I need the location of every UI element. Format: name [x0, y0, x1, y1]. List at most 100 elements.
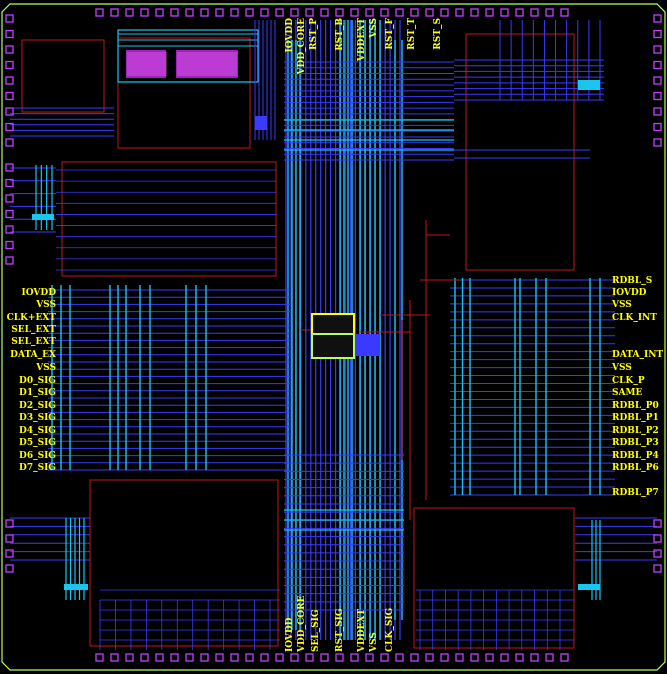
top-pin-label: RST_P: [309, 18, 319, 50]
left-pin-label: D3_SIG: [19, 413, 56, 423]
square-bond-pad-icon: [653, 14, 662, 23]
right-pin-label: RDBL_P4: [612, 451, 659, 461]
bottom-pin-label: CLK_SIG: [385, 608, 395, 652]
square-bond-pad-icon: [260, 8, 269, 17]
left-pin-label: D0_SIG: [19, 376, 56, 386]
square-bond-pad-icon: [425, 8, 434, 17]
top-pin-label: VDD_CORE: [297, 18, 307, 76]
bottom-pin-label: VDDEXT: [357, 609, 367, 653]
square-bond-pad-icon: [215, 8, 224, 17]
square-bond-pad-icon: [200, 653, 209, 662]
macro-block: [21, 39, 105, 113]
macro-blocks: [1, 3, 666, 671]
square-bond-pad-icon: [5, 194, 14, 203]
left-pin-label: D7_SIG: [19, 463, 56, 473]
square-bond-pad-icon: [530, 653, 539, 662]
top-pin-label: IOVDD: [285, 18, 295, 53]
square-bond-pad-icon: [440, 653, 449, 662]
square-bond-pad-icon: [110, 653, 119, 662]
via-cluster: [255, 116, 267, 130]
square-bond-pad-icon: [230, 8, 239, 17]
square-bond-pad-icon: [560, 8, 569, 17]
right-pin-label: DATA_INT: [612, 350, 663, 360]
right-pin-label: IOVDD: [612, 288, 647, 298]
square-bond-pad-icon: [653, 534, 662, 543]
square-bond-pad-icon: [425, 653, 434, 662]
left-pin-label: CLK+EXT: [7, 313, 57, 323]
right-pin-label: RDBL_P6: [612, 463, 659, 473]
right-pin-label: SAME: [612, 388, 642, 398]
square-bond-pad-icon: [470, 8, 479, 17]
via-cluster: [64, 584, 88, 590]
left-pin-label: VSS: [35, 363, 56, 373]
bottom-pin-label: VDD_CORE: [297, 595, 307, 653]
square-bond-pad-icon: [5, 519, 14, 528]
square-bond-pad-icon: [653, 107, 662, 116]
right-pin-label: VSS: [611, 363, 632, 373]
square-bond-pad-icon: [515, 8, 524, 17]
square-bond-pad-icon: [410, 653, 419, 662]
top-pin-label: VSS: [369, 18, 379, 39]
right-pin-label: RDBL_P1: [612, 413, 659, 423]
square-bond-pad-icon: [5, 122, 14, 132]
square-bond-pad-icon: [500, 653, 509, 662]
square-bond-pad-icon: [455, 8, 464, 17]
die-outline: [1, 3, 666, 671]
macro-block: [117, 37, 251, 149]
right-pin-label: VSS: [611, 300, 632, 310]
bottom-pin-label: RST_SIG: [335, 608, 345, 652]
core-cell-inner: [311, 333, 355, 359]
square-bond-pad-icon: [515, 653, 524, 662]
square-bond-pad-icon: [155, 8, 164, 17]
square-bond-pad-icon: [485, 653, 494, 662]
square-bond-pad-icon: [335, 653, 344, 662]
square-bond-pad-icon: [5, 138, 14, 147]
square-bond-pad-icon: [125, 653, 134, 662]
square-bond-pad-icon: [140, 653, 149, 662]
square-bond-pad-icon: [95, 653, 104, 662]
left-pin-label: D2_SIG: [19, 401, 56, 411]
top-pin-label: RST_T: [407, 18, 417, 50]
square-bond-pad-icon: [455, 653, 464, 662]
left-pin-label: D6_SIG: [19, 451, 56, 461]
square-bond-pad-icon: [170, 8, 179, 17]
square-bond-pad-icon: [5, 178, 14, 188]
square-bond-pad-icon: [215, 653, 224, 662]
left-pin-label: D5_SIG: [19, 438, 56, 448]
square-bond-pad-icon: [545, 653, 554, 662]
left-pin-label: D4_SIG: [19, 426, 56, 436]
left-pin-label: SEL_EXT: [11, 325, 56, 335]
core-cell: [311, 313, 380, 359]
top-pin-label: VDDEXT: [357, 18, 367, 62]
square-bond-pad-icon: [290, 8, 299, 17]
square-bond-pad-icon: [275, 653, 284, 662]
right-pin-label: RDBL_S: [612, 276, 652, 286]
square-bond-pad-icon: [653, 29, 662, 39]
core-via: [356, 334, 380, 356]
square-bond-pad-icon: [230, 653, 239, 662]
square-bond-pad-icon: [395, 653, 404, 662]
square-bond-pad-icon: [395, 8, 404, 17]
square-bond-pad-icon: [320, 653, 329, 662]
square-bond-pad-icon: [380, 653, 389, 662]
square-bond-pad-icon: [5, 564, 14, 573]
square-bond-pad-icon: [380, 8, 389, 17]
square-bond-pad-icon: [185, 653, 194, 662]
via-cluster: [578, 80, 600, 90]
square-bond-pad-icon: [5, 549, 14, 558]
left-pin-label: IOVDD: [22, 288, 57, 298]
purple-cell: [176, 50, 238, 78]
square-bond-pad-icon: [500, 8, 509, 17]
left-pin-label: D1_SIG: [19, 388, 56, 398]
via-cluster: [32, 214, 54, 220]
square-bond-pad-icon: [5, 534, 14, 543]
macro-block: [89, 479, 279, 647]
bottom-pin-label: SEL_SIG: [311, 609, 321, 652]
square-bond-pad-icon: [305, 653, 314, 662]
square-bond-pad-icon: [653, 549, 662, 558]
square-bond-pad-icon: [5, 60, 14, 70]
square-bond-pad-icon: [185, 8, 194, 17]
square-bond-pad-icon: [470, 653, 479, 662]
square-bond-pad-icon: [350, 8, 359, 17]
square-bond-pad-icon: [653, 122, 662, 132]
